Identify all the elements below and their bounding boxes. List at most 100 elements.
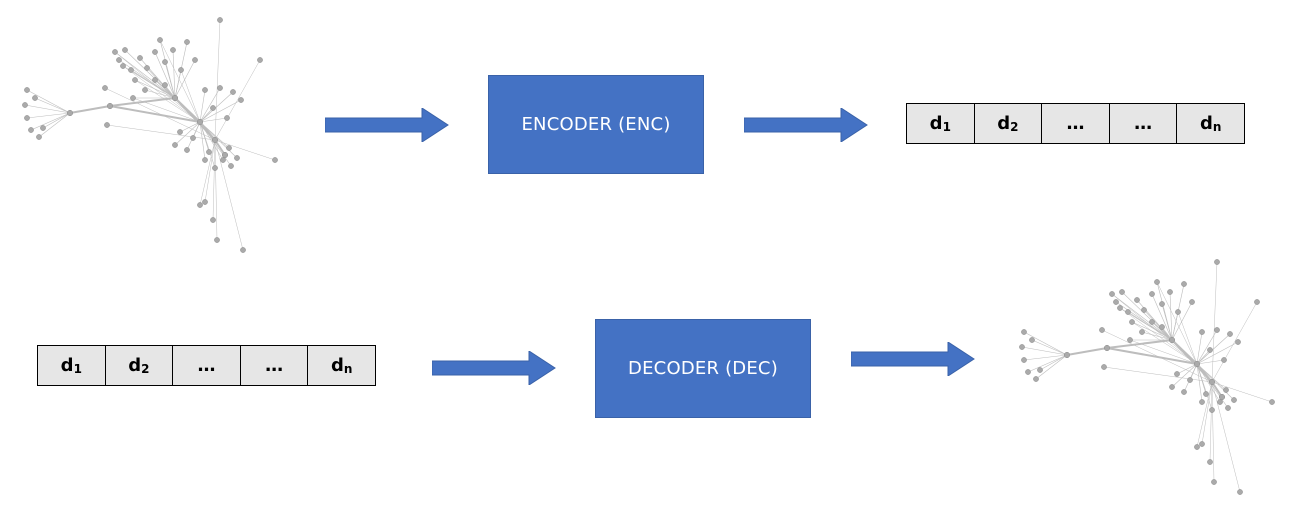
graph-edge [199, 89, 206, 123]
graph-node [1063, 351, 1071, 359]
graph-edge [1161, 303, 1173, 341]
graph-edge [199, 117, 228, 123]
graph-edge [1039, 354, 1068, 371]
graph-node [1117, 305, 1123, 311]
graph-node [104, 122, 110, 128]
graph-node [226, 145, 232, 151]
graph-node [1029, 337, 1035, 343]
graph-edge [1115, 301, 1173, 341]
graph-node [1214, 259, 1220, 265]
graph-node [116, 57, 122, 63]
graph-edge [1156, 281, 1198, 365]
graph-edge [1111, 293, 1173, 341]
graph-node [1199, 441, 1205, 447]
graph-node [1227, 331, 1233, 337]
graph-node [206, 149, 212, 155]
graph-node [1113, 299, 1119, 305]
graph-node [1174, 371, 1180, 377]
graph-node [1193, 360, 1201, 368]
graph-node [1225, 405, 1231, 411]
graph-node [1149, 319, 1155, 325]
graph-nodes [22, 17, 278, 253]
graph-node [1211, 479, 1217, 485]
graph-node [240, 247, 246, 253]
graph-edge [199, 121, 230, 149]
graph-edge [109, 97, 176, 107]
graph-edge [1151, 293, 1173, 341]
graph-node [1181, 281, 1187, 287]
graph-node [112, 49, 118, 55]
graph-edge [199, 121, 206, 161]
graph-edge [130, 69, 176, 99]
graph-node [190, 135, 196, 141]
graph-node [162, 59, 168, 65]
graph-edge [1196, 363, 1221, 403]
graph-edge [1031, 339, 1068, 356]
graph-edge [106, 124, 216, 141]
graph-edge [199, 87, 221, 123]
graph-edge [179, 121, 201, 133]
graph-edge [1196, 381, 1213, 448]
graph-edge [1151, 321, 1198, 365]
graph-node [1019, 344, 1025, 350]
graph-node [1218, 393, 1226, 401]
graph-node [170, 47, 176, 53]
graph-node [1189, 299, 1195, 305]
graph-edge [174, 59, 196, 99]
graph-node [192, 57, 198, 63]
graph-edge [199, 121, 210, 153]
graph-node [1269, 399, 1275, 405]
graph-edge [1143, 309, 1173, 341]
graph-node [128, 67, 134, 73]
graph-node [217, 85, 223, 91]
graph-node [1169, 384, 1175, 390]
graph-node [102, 85, 108, 91]
graph-edge [132, 97, 201, 123]
graph-node [1235, 339, 1241, 345]
graph-node [202, 87, 208, 93]
graph-node [1167, 289, 1173, 295]
graph-node [120, 63, 126, 69]
graph-edge [199, 99, 242, 123]
graph-edge [174, 121, 201, 146]
graph-edge [1131, 321, 1198, 365]
graph-edge [1021, 346, 1068, 356]
graph-node [1129, 319, 1135, 325]
graph-node [202, 199, 208, 205]
graph-edge [1169, 291, 1173, 341]
graph-edge [199, 139, 216, 206]
graph-node [1127, 337, 1133, 343]
graph-edge [154, 79, 201, 123]
graph-edge [1196, 363, 1235, 401]
encoder-label: ENCODER (ENC) [521, 114, 671, 135]
graph-edge [214, 139, 244, 251]
graph-edge [109, 105, 201, 123]
graph-node [178, 67, 184, 73]
graph-edge [164, 61, 176, 99]
graph-edge [69, 105, 111, 114]
graph-edge [1177, 311, 1198, 365]
graph-edge [1141, 331, 1173, 341]
graph-node [1109, 291, 1115, 297]
graph-node [152, 49, 158, 55]
graph-edge [1106, 347, 1198, 365]
graph-edge [1171, 301, 1193, 341]
graph-node [106, 102, 114, 110]
arrow-to-encoder [325, 108, 449, 142]
graph-node [28, 127, 34, 133]
graph-node [142, 87, 148, 93]
graph-edge [154, 51, 176, 99]
graph-node [234, 155, 240, 161]
graph-node [144, 65, 150, 71]
graph-edge [1196, 359, 1225, 365]
graph-node [1214, 327, 1220, 333]
graph-node [22, 102, 28, 108]
graph-edge [122, 65, 201, 123]
graph-node [66, 109, 74, 117]
decoder-box: DECODER (DEC) [595, 319, 811, 418]
graph-node [272, 157, 278, 163]
